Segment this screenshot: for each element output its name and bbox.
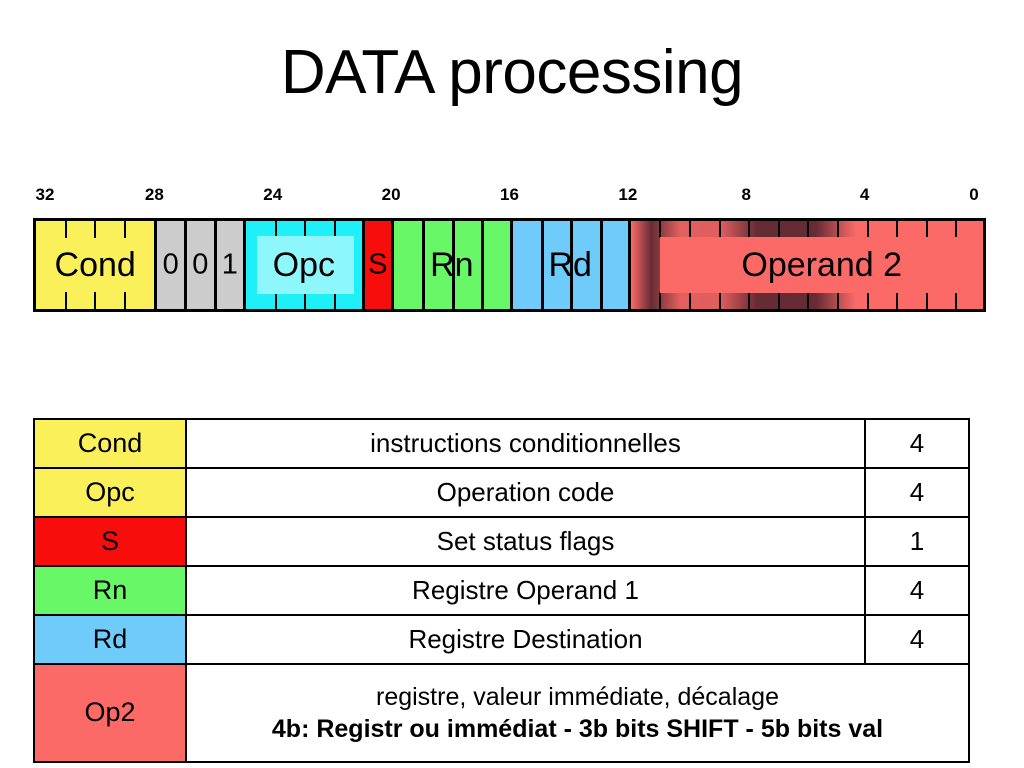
bit-tick <box>748 292 751 309</box>
legend-key-op2: Op2 <box>33 663 187 763</box>
bit-scale-label-4: 4 <box>859 185 870 204</box>
bit-tick <box>689 221 692 238</box>
bit-tick <box>837 221 840 238</box>
bit-tick <box>955 221 958 238</box>
bit-scale-label-24: 24 <box>263 185 283 204</box>
bit-separator <box>481 221 485 309</box>
bit-tick <box>123 221 126 238</box>
label-plaque-operand2 <box>660 237 983 293</box>
bit-field-label-cond: Cond <box>54 246 136 284</box>
bit-tick <box>807 292 810 309</box>
bit-tick <box>689 292 692 309</box>
bit-tick <box>896 221 899 238</box>
legend-description: Registre Operand 1 <box>185 565 866 616</box>
bit-tick <box>955 292 958 309</box>
bit-tick <box>896 292 899 309</box>
bit-tick <box>333 292 336 309</box>
bit-field-label-s: S <box>368 248 388 281</box>
bit-field-opc: Opc <box>243 221 362 309</box>
bit-tick <box>866 292 869 309</box>
legend-key-cond: Cond <box>33 418 187 469</box>
bit-field-rn: Rn <box>391 221 510 309</box>
bit-scale-label-16: 16 <box>500 185 519 204</box>
legend-bit-count: 4 <box>864 467 970 518</box>
bit-scale-label-28: 28 <box>144 185 164 204</box>
bit-separator <box>599 221 603 309</box>
legend-bit-count: 1 <box>864 516 970 567</box>
bit-tick <box>718 221 721 238</box>
bit-field-label-bit27: 0 <box>162 248 179 281</box>
legend-bit-count: 4 <box>864 418 970 469</box>
bit-scale-label-12: 12 <box>618 185 638 204</box>
bit-separator <box>451 221 455 309</box>
bit-field-bit27: 0 <box>154 221 184 309</box>
bit-tick <box>304 221 307 238</box>
legend-description: Operation code <box>185 467 866 518</box>
bit-tick <box>64 221 67 238</box>
bit-scale-label-0: 0 <box>969 185 979 204</box>
bit-field-cond: Cond <box>36 221 155 309</box>
legend-key-s: S <box>33 516 187 567</box>
bit-tick <box>64 292 67 309</box>
bit-tick <box>837 292 840 309</box>
bit-field-s: S <box>361 221 392 309</box>
legend-bit-count: 4 <box>864 565 970 616</box>
bit-separator <box>422 221 426 309</box>
bit-scale-label-8: 8 <box>741 185 751 204</box>
bit-tick <box>777 292 780 309</box>
bit-separator <box>540 221 544 309</box>
bit-field-label-bit26: 0 <box>192 248 209 281</box>
bit-tick <box>274 292 277 309</box>
bit-tick <box>94 292 97 309</box>
page-title: DATA processing <box>280 38 744 107</box>
bit-tick <box>659 221 662 238</box>
legend-description: instructions conditionnelles <box>185 418 866 469</box>
bit-separator <box>570 221 574 309</box>
bit-field-bit25: 1 <box>213 221 244 309</box>
legend-description-op2: registre, valeur immédiate, décalage 4b: … <box>185 663 970 763</box>
bit-field-label-bit25: 1 <box>221 248 238 281</box>
bit-tick <box>748 221 751 238</box>
legend-row-op2: Op2 registre, valeur immédiate, décalage 4… <box>33 663 970 763</box>
bit-field-rd: Rd <box>509 221 628 309</box>
legend-description: Set status flags <box>185 516 866 567</box>
legend-description: Registre Destination <box>185 614 866 665</box>
bit-tick <box>94 221 97 238</box>
bit-field-bit26: 0 <box>183 221 214 309</box>
bit-tick <box>866 221 869 238</box>
bit-field-operand2: Operand 2 <box>627 221 983 309</box>
legend-key-opc: Opc <box>33 467 187 518</box>
bit-tick <box>659 292 662 309</box>
bit-tick <box>123 292 126 309</box>
bit-tick <box>274 221 277 238</box>
bit-scale-label-32: 32 <box>35 185 55 204</box>
legend-op2-line-1: registre, valeur immédiate, décalage <box>376 682 779 711</box>
bit-tick <box>807 221 810 238</box>
legend-bit-count: 4 <box>864 614 970 665</box>
legend-key-rd: Rd <box>33 614 187 665</box>
bit-tick <box>925 292 928 309</box>
bit-tick <box>718 292 721 309</box>
label-plaque-opc <box>256 236 355 294</box>
legend-key-rn: Rn <box>33 565 187 616</box>
bit-tick <box>925 221 928 238</box>
bit-tick <box>304 292 307 309</box>
bit-tick <box>777 221 780 238</box>
bit-tick <box>333 221 336 238</box>
bit-scale-ruler: 32 28 24 20 16 12 8 4 0 <box>33 186 986 212</box>
legend-op2-line-2: 4b: Registr ou immédiat - 3b bits SHIFT … <box>271 715 884 743</box>
bit-scale-label-20: 20 <box>381 185 401 204</box>
